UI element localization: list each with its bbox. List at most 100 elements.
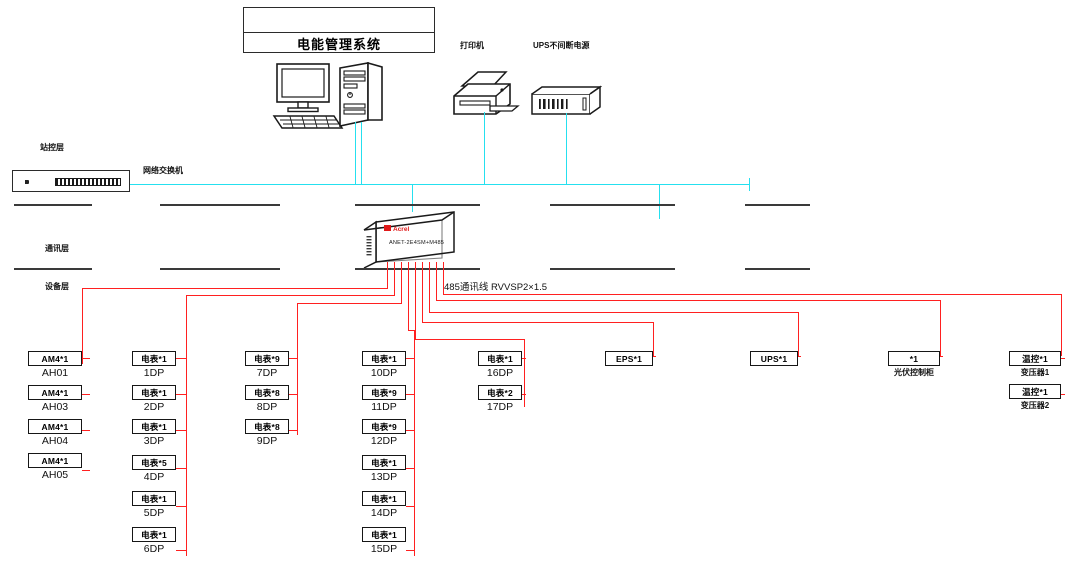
device-sublabel: 1DP bbox=[143, 367, 165, 379]
rs485-branch1-run bbox=[82, 288, 388, 289]
device-box[interactable]: AM4*1 bbox=[28, 351, 82, 366]
rs485-branch5-run bbox=[415, 339, 524, 340]
device-box[interactable]: 电表*9 bbox=[362, 385, 406, 400]
rs485-branch9-drop bbox=[443, 274, 444, 294]
communication-gateway: Acrel ANET-2E4SM+M485 bbox=[358, 208, 470, 269]
rs485-branch5-riser bbox=[524, 339, 525, 407]
rs485-branch1-riser bbox=[82, 288, 83, 364]
rs485-branch8-run bbox=[436, 300, 940, 301]
device-box[interactable]: 电表*8 bbox=[245, 385, 289, 400]
device-item: AM4*1 AH03 bbox=[28, 385, 82, 413]
device-box[interactable]: 电表*9 bbox=[245, 351, 289, 366]
device-sublabel: 7DP bbox=[256, 367, 278, 379]
device-box[interactable]: 电表*1 bbox=[132, 527, 176, 542]
rs485-stub-dp3-1 bbox=[406, 358, 415, 359]
rs485-stub-ah-2 bbox=[82, 394, 90, 395]
rail-2-b bbox=[160, 268, 280, 270]
device-sublabel: AH04 bbox=[41, 435, 69, 447]
rs485-branch4-run bbox=[408, 330, 414, 331]
device-sublabel: 17DP bbox=[486, 401, 514, 413]
device-item: 电表*8 9DP bbox=[245, 419, 289, 447]
device-box[interactable]: 电表*1 bbox=[132, 351, 176, 366]
device-sublabel: 13DP bbox=[370, 471, 398, 483]
device-box[interactable]: AM4*1 bbox=[28, 385, 82, 400]
device-item: AM4*1 AH04 bbox=[28, 419, 82, 447]
rail-2-a bbox=[14, 268, 92, 270]
device-box[interactable]: 电表*1 bbox=[362, 351, 406, 366]
rs485-stub-dp3-6 bbox=[406, 550, 415, 551]
rs485-branch4-drop bbox=[408, 274, 409, 330]
device-box[interactable]: EPS*1 bbox=[605, 351, 653, 366]
rs485-stub-dp1-3 bbox=[176, 430, 187, 431]
device-item: 电表*1 6DP bbox=[132, 527, 176, 555]
device-box[interactable]: 温控*1 bbox=[1009, 351, 1061, 366]
device-box[interactable]: 电表*1 bbox=[132, 491, 176, 506]
device-item: 电表*1 16DP bbox=[478, 351, 522, 379]
device-item: 电表*9 11DP bbox=[362, 385, 406, 413]
device-column-dp2: 电表*9 7DP 电表*8 8DP 电表*8 9DP bbox=[245, 351, 289, 447]
device-box[interactable]: 电表*1 bbox=[478, 351, 522, 366]
ethernet-drop-spare bbox=[659, 184, 660, 219]
rail-1-d bbox=[550, 204, 675, 206]
rs485-branch2-riser bbox=[186, 295, 187, 556]
device-sublabel: AH05 bbox=[41, 469, 69, 481]
device-box[interactable]: *1 bbox=[888, 351, 940, 366]
device-item: 电表*1 3DP bbox=[132, 419, 176, 447]
rs485-port-1 bbox=[387, 262, 388, 274]
device-item: UPS*1 bbox=[750, 351, 798, 366]
rail-1-e bbox=[745, 204, 810, 206]
svg-text:Acrel: Acrel bbox=[393, 226, 409, 233]
device-box[interactable]: 电表*1 bbox=[362, 455, 406, 470]
rs485-branch9-riser bbox=[1061, 294, 1062, 356]
station-layer-label: 站控层 bbox=[40, 143, 64, 152]
rs485-stub-tr-2 bbox=[1061, 394, 1065, 395]
rs485-stub-dp4-1 bbox=[522, 358, 526, 359]
rs485-branch3-run bbox=[297, 303, 402, 304]
rs485-stub-dp3-5 bbox=[406, 506, 415, 507]
rail-1-c bbox=[355, 204, 480, 206]
device-box[interactable]: 电表*1 bbox=[132, 419, 176, 434]
rs485-branch4-riser bbox=[414, 330, 415, 556]
rs485-port-6 bbox=[422, 262, 423, 274]
switch-ports-icon bbox=[55, 178, 121, 186]
device-box[interactable]: 电表*1 bbox=[362, 527, 406, 542]
rs485-port-9 bbox=[443, 262, 444, 274]
device-item: 电表*1 13DP bbox=[362, 455, 406, 483]
ethernet-backbone bbox=[130, 184, 750, 185]
device-item: 温控*1 变压器1 bbox=[1009, 351, 1061, 378]
svg-text:ANET-2E4SM+M485: ANET-2E4SM+M485 bbox=[389, 240, 444, 246]
device-box[interactable]: AM4*1 bbox=[28, 453, 82, 468]
device-sublabel: 11DP bbox=[371, 401, 397, 413]
device-box[interactable]: 电表*9 bbox=[362, 419, 406, 434]
ups-power-label: UPS不间断电源 bbox=[533, 41, 590, 50]
rs485-branch3-drop bbox=[401, 274, 402, 303]
device-layer-label: 设备层 bbox=[45, 282, 69, 291]
device-item: 电表*2 17DP bbox=[478, 385, 522, 413]
device-box[interactable]: AM4*1 bbox=[28, 419, 82, 434]
rs485-port-8 bbox=[436, 262, 437, 274]
device-box[interactable]: 温控*1 bbox=[1009, 384, 1061, 399]
device-item: 电表*1 1DP bbox=[132, 351, 176, 379]
device-box[interactable]: UPS*1 bbox=[750, 351, 798, 366]
device-box[interactable]: 电表*2 bbox=[478, 385, 522, 400]
device-item: AM4*1 AH05 bbox=[28, 453, 82, 481]
rs485-stub-dp2-2 bbox=[289, 394, 298, 395]
device-sublabel: 4DP bbox=[143, 471, 165, 483]
device-box[interactable]: 电表*5 bbox=[132, 455, 176, 470]
rs485-branch7-drop bbox=[429, 274, 430, 312]
rs485-stub-ah-4 bbox=[82, 470, 90, 471]
device-sublabel: 变压器1 bbox=[1020, 368, 1050, 377]
device-box[interactable]: 电表*1 bbox=[132, 385, 176, 400]
rs485-branch8-drop bbox=[436, 274, 437, 300]
rs485-stub-eps bbox=[653, 356, 656, 357]
device-item: 电表*8 8DP bbox=[245, 385, 289, 413]
device-box[interactable]: 电表*8 bbox=[245, 419, 289, 434]
rs485-branch8-riser bbox=[940, 300, 941, 356]
ethernet-drop-pc bbox=[355, 122, 356, 185]
device-sublabel: 5DP bbox=[143, 507, 165, 519]
printer-illustration bbox=[448, 66, 522, 125]
device-column-ah: AM4*1 AH01 AM4*1 AH03 AM4*1 AH04 AM4*1 A… bbox=[28, 351, 82, 481]
device-box[interactable]: 电表*1 bbox=[362, 491, 406, 506]
ethernet-drop-ups bbox=[566, 113, 567, 185]
device-column-ups: UPS*1 bbox=[750, 351, 798, 366]
